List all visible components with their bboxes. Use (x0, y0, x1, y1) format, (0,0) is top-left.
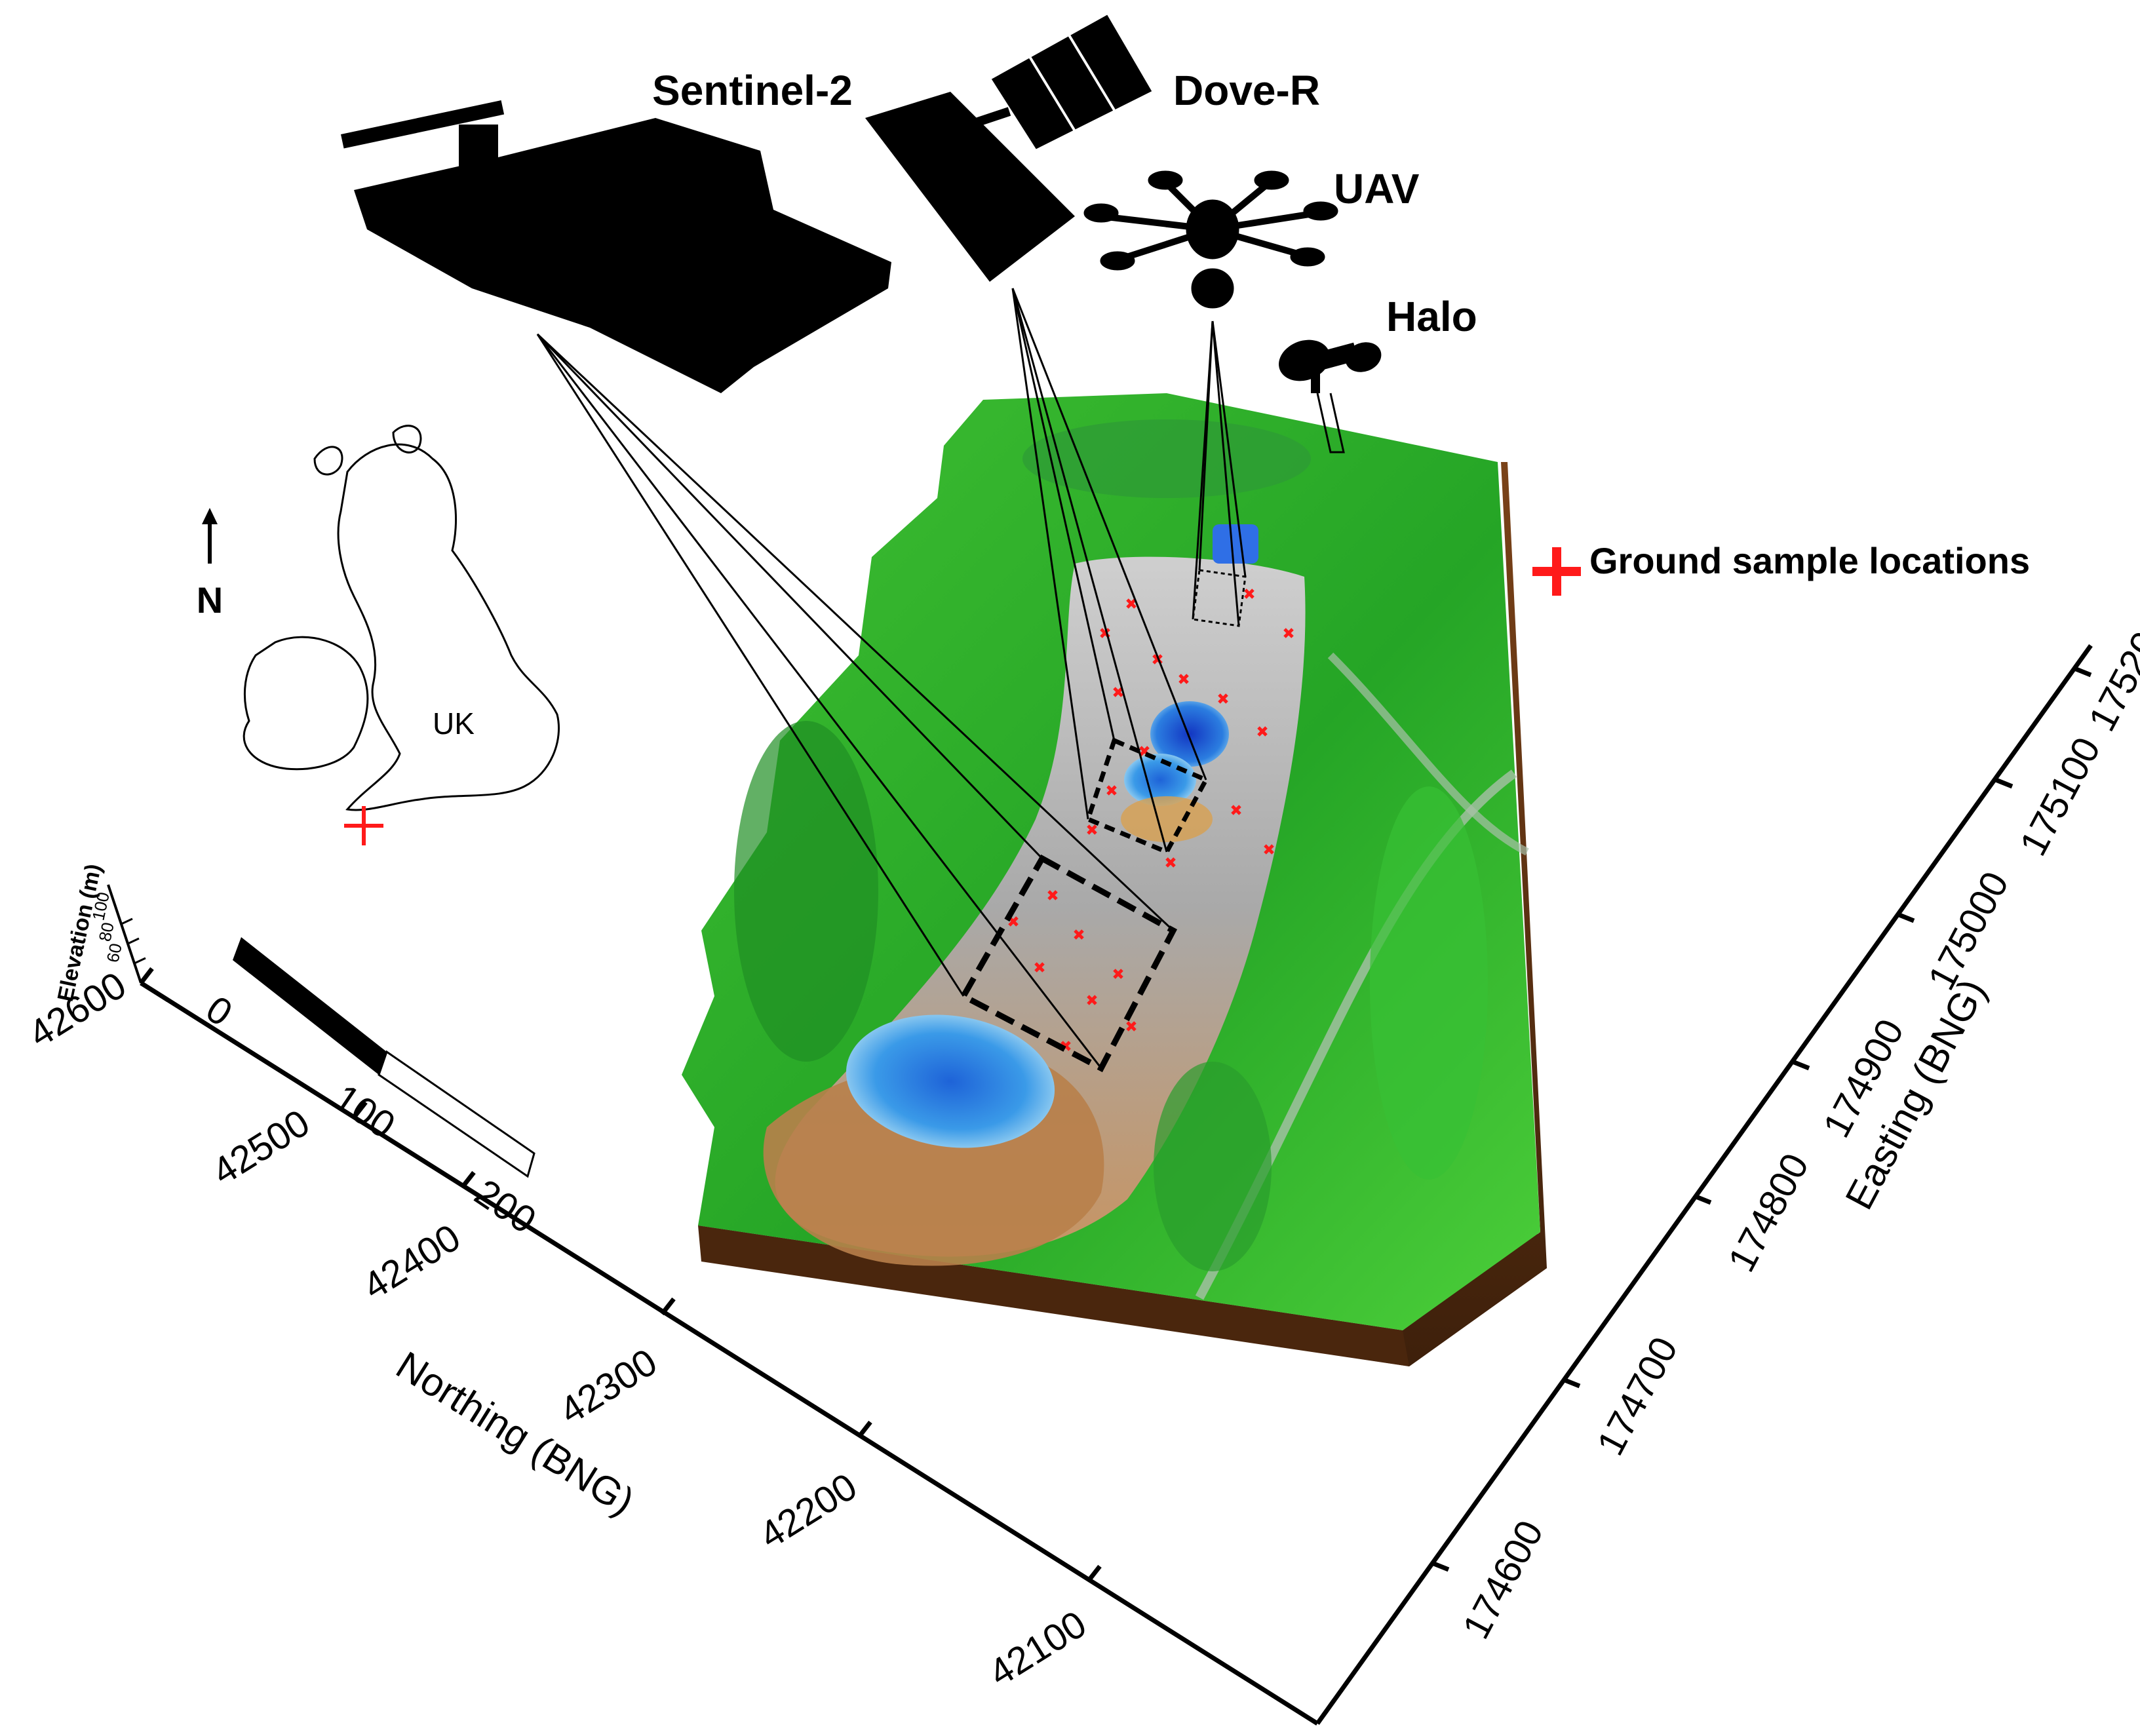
sentinel-satellite (341, 100, 891, 393)
legend: Ground sample locations (1532, 540, 2030, 596)
uav-rotor-icon (1303, 201, 1338, 221)
elevation-axis-line (107, 884, 142, 984)
great-britain-outline (337, 443, 560, 811)
sample-marker (1231, 805, 1241, 815)
pond-central (1150, 701, 1229, 767)
easting-axis-line (1315, 644, 2093, 1726)
easting-tick: 174700 (1589, 1330, 1686, 1462)
scale-bar-black (233, 937, 387, 1075)
forest-patch (734, 721, 878, 1062)
sample-marker (1264, 844, 1274, 855)
northing-tick: 42400 (355, 1216, 467, 1308)
elevation-tick: 80 (95, 921, 118, 944)
easting-tick: 174600 (1454, 1514, 1551, 1646)
uav-rotor-icon (1100, 251, 1135, 271)
sample-marker (1113, 969, 1123, 979)
track-path-2 (1327, 652, 1529, 856)
sample-marker (1074, 929, 1084, 940)
sentinel-mast-icon (459, 125, 498, 190)
scale-bar: 0 100 200 (199, 937, 543, 1242)
legend-cross-icon (1532, 547, 1581, 596)
label-sentinel: Sentinel-2 (652, 67, 853, 114)
label-halo: Halo (1386, 293, 1477, 340)
dove-arm-icon (948, 107, 1011, 136)
sample-marker (1257, 726, 1268, 737)
easting-tick-labels: 174600 174700 174800 174900 175000 17510… (1454, 606, 2140, 1646)
sample-marker (1113, 687, 1123, 697)
site-location-marker (344, 806, 383, 845)
sample-marker (1034, 962, 1045, 973)
pond-south (846, 1014, 1055, 1148)
country-label: UK (433, 706, 475, 741)
sample-marker (1047, 890, 1058, 900)
inset-map: N UK (197, 425, 560, 845)
terrain-side-wall-right (1409, 462, 1547, 1366)
sample-marker (1126, 598, 1137, 609)
dove-satellite (865, 11, 1156, 282)
sample-marker (1244, 588, 1255, 599)
scale-label-100: 100 (326, 1076, 403, 1147)
sentinel-body-icon (354, 118, 891, 393)
north-arrow: N (197, 508, 223, 621)
forest-patch (1370, 786, 1488, 1180)
dove-solar-panel-icon (988, 11, 1156, 153)
elevation-tick-labels: 60 80 100 (88, 891, 126, 965)
easting-tick: 175100 (2012, 731, 2109, 862)
dove-panel-divider (1028, 54, 1076, 132)
north-label: N (197, 579, 223, 621)
terrain-block (682, 393, 1547, 1366)
easting-tick: 175000 (1920, 865, 2017, 997)
sample-marker (1165, 857, 1176, 868)
sample-marker (1218, 693, 1228, 704)
uav-camera-icon (1191, 268, 1234, 309)
sight-lines (536, 288, 1345, 1069)
dove-panel-divider (1067, 33, 1116, 111)
pond-north (1213, 524, 1258, 564)
northing-tick: 42500 (204, 1101, 317, 1193)
northing-tick: 42100 (981, 1602, 1093, 1695)
pond-orange (1121, 796, 1213, 842)
sample-marker (1283, 628, 1294, 638)
uav-rotor-icon (1254, 170, 1289, 190)
easting-tick: 174800 (1720, 1147, 1817, 1279)
uav-rotor-icon (1083, 203, 1119, 223)
ground-sample-markers (1008, 588, 1294, 1051)
forest-patch (1022, 419, 1311, 498)
uav-rotor-icon (1290, 247, 1325, 267)
scale-bar-white (378, 1050, 535, 1178)
sample-marker (1178, 674, 1189, 684)
sample-marker (1126, 1021, 1137, 1032)
dove-footprint (1085, 737, 1209, 855)
sample-marker (1087, 995, 1097, 1005)
sample-marker (1087, 824, 1097, 835)
axes (107, 644, 2093, 1726)
elevation-tick: 60 (103, 942, 126, 965)
dove-body-icon (865, 92, 1075, 282)
halo-head-icon (1279, 339, 1330, 381)
sentinel-boom-icon (341, 100, 505, 149)
label-uav: UAV (1334, 165, 1420, 212)
scale-label-0: 0 (199, 988, 240, 1035)
uav-drone (1083, 170, 1338, 309)
label-dove: Dove-R (1173, 67, 1320, 114)
legend-label: Ground sample locations (1589, 540, 2030, 581)
ireland-outline (243, 636, 369, 771)
northing-tick: 42300 (552, 1340, 664, 1433)
scotland-islands (313, 425, 422, 476)
halo-scanner (1279, 339, 1382, 393)
sample-marker (1106, 785, 1117, 796)
uav-rotor-icon (1148, 170, 1183, 190)
forest-patch (1154, 1062, 1272, 1271)
northing-tick: 42200 (752, 1465, 864, 1557)
northing-axis-line (140, 981, 1319, 1726)
